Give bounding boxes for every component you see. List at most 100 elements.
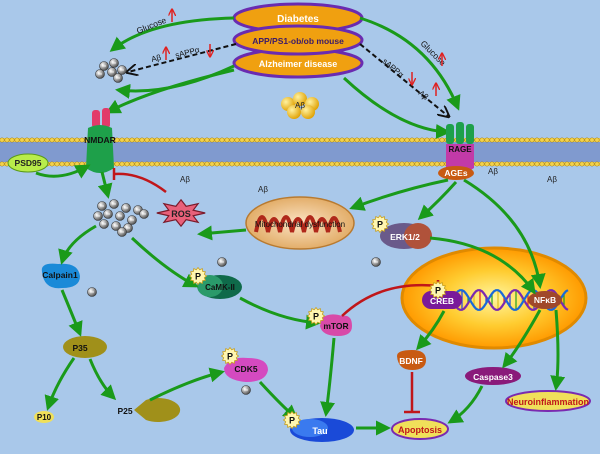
calcium-cluster-top bbox=[95, 58, 127, 83]
p25-to-cdk5-arrow bbox=[149, 367, 225, 402]
phosphate-icon: P bbox=[220, 346, 240, 366]
rage-arrow bbox=[342, 76, 451, 139]
phosphate-label: P bbox=[227, 352, 233, 362]
calcium-ion-icon bbox=[93, 211, 103, 221]
calcium-ion-icon bbox=[241, 385, 251, 395]
creb-label: CREB bbox=[430, 296, 454, 306]
left-lower-arrow bbox=[115, 64, 235, 99]
calcium-ion-icon bbox=[117, 227, 127, 237]
abeta-cluster-label: Aβ bbox=[295, 101, 305, 110]
calcium-to-camk-arrow bbox=[130, 236, 199, 288]
calcium-ion-icon bbox=[127, 215, 137, 225]
mito-label: Mitochondrial dysfunction bbox=[255, 220, 345, 229]
phosphate-label: P bbox=[289, 416, 295, 426]
phosphate-markers: P P P P P P bbox=[188, 214, 448, 430]
sappa-left-label: sAPPα bbox=[174, 45, 200, 60]
erk-to-nfkb-arrow bbox=[429, 236, 536, 295]
abeta-label-4: Aβ bbox=[547, 175, 557, 184]
p35-label: P35 bbox=[72, 343, 87, 353]
calcium-ion-icon bbox=[139, 209, 149, 219]
p35-node: P35 bbox=[63, 336, 107, 358]
nmdar-receptor: NMDAR bbox=[84, 108, 116, 173]
nmdar-to-calcium-arrow bbox=[97, 171, 113, 199]
calcium-to-calpain-arrow bbox=[58, 224, 97, 265]
abeta-label-1: Aβ bbox=[180, 175, 190, 184]
phosphate-label: P bbox=[435, 286, 441, 296]
erk-node: ERK1/2 bbox=[380, 223, 432, 249]
mtor-inhibits-creb-line bbox=[341, 283, 439, 317]
abeta-label-3: Aβ bbox=[488, 167, 498, 176]
cdk5-node: CDK5 bbox=[224, 357, 268, 382]
ages-to-mito-arrow bbox=[349, 178, 449, 211]
caspase-label: Caspase3 bbox=[473, 372, 513, 382]
inhibition-lines bbox=[112, 168, 440, 414]
rage-receptor: RAGE bbox=[446, 122, 474, 173]
calpain-node: Calpain1 bbox=[41, 263, 80, 289]
dna-helix bbox=[451, 289, 569, 311]
rage-label: RAGE bbox=[448, 145, 472, 154]
abeta-left-label: Aβ bbox=[150, 53, 162, 64]
phosphate-icon: P bbox=[282, 410, 302, 430]
model-label: APP/PS1-ob/ob mouse bbox=[252, 36, 344, 46]
mtor-label: mTOR bbox=[323, 321, 348, 331]
upstream-arrows bbox=[105, 16, 461, 139]
calpain-label: Calpain1 bbox=[42, 270, 78, 280]
camk-label: CaMK-II bbox=[205, 283, 235, 292]
mito-to-ros-arrow bbox=[197, 225, 247, 241]
nfkb-to-neuroinflammation-arrow bbox=[550, 309, 566, 391]
ros-star: ROS bbox=[156, 198, 206, 228]
abeta-aggregate: Aβ bbox=[281, 92, 319, 119]
phosphate-icon: P bbox=[188, 266, 208, 286]
calcium-ion-icon bbox=[99, 219, 109, 229]
nfkb-label: NFκB bbox=[534, 295, 556, 305]
bdnf-label: BDNF bbox=[399, 356, 423, 366]
mitochondrion: Mitochondrial dysfunction bbox=[245, 196, 355, 250]
mtor-node: mTOR bbox=[320, 314, 352, 336]
p25-label: P25 bbox=[117, 406, 132, 416]
ages-to-nfkb-arrow bbox=[463, 178, 546, 289]
calcium-cluster-mid bbox=[93, 199, 149, 237]
tau-node: Tau bbox=[290, 418, 354, 442]
erk-label: ERK1/2 bbox=[390, 232, 420, 242]
dashed-arrows bbox=[128, 43, 448, 116]
calcium-ion-icon bbox=[115, 211, 125, 221]
p35-to-p10-arrow bbox=[44, 357, 76, 411]
calcium-loose bbox=[87, 257, 381, 395]
calcium-ion-icon bbox=[99, 61, 109, 71]
neuroinflammation-node: Neuroinflammation bbox=[505, 390, 591, 412]
ages-to-erk-arrow bbox=[417, 181, 458, 221]
phosphate-icon: P bbox=[306, 306, 326, 326]
calcium-ion-icon bbox=[117, 65, 127, 75]
phosphate-icon: P bbox=[370, 214, 390, 234]
nmdar-label: NMDAR bbox=[84, 135, 116, 145]
p25-node: P25 bbox=[117, 397, 181, 422]
creb-node: CREB bbox=[422, 291, 462, 309]
nfkb-node: NFκB bbox=[528, 291, 562, 309]
ages-label: AGEs bbox=[444, 168, 467, 178]
neuroinflammation-label: Neuroinflammation bbox=[507, 397, 589, 407]
alzheimer-label: Alzheimer disease bbox=[259, 59, 338, 69]
glucose-left-label: Glucose bbox=[135, 15, 168, 36]
calpain-to-p35-arrow bbox=[60, 289, 83, 337]
calcium-ion-icon bbox=[121, 203, 131, 213]
model-ellipse bbox=[232, 24, 364, 56]
p35-to-p25-arrow bbox=[88, 358, 117, 401]
sappa-right-label: sAPPα bbox=[381, 57, 406, 80]
left-labels: Glucose Aβ sAPPα bbox=[135, 10, 210, 64]
p10-node: P10 bbox=[34, 411, 54, 423]
p10-label: P10 bbox=[37, 413, 52, 422]
psd95-label: PSD95 bbox=[15, 158, 42, 168]
bdnf-node: BDNF bbox=[397, 350, 426, 370]
calcium-ion-icon bbox=[109, 199, 119, 209]
ros-label: ROS bbox=[171, 209, 191, 219]
disease-ellipses: Diabetes APP/PS1-ob/ob mouse Alzheimer d… bbox=[232, 2, 364, 79]
calcium-ion-icon bbox=[103, 209, 113, 219]
tau-label: Tau bbox=[312, 426, 327, 436]
apoptosis-label: Apoptosis bbox=[398, 425, 442, 435]
psd95-protein: PSD95 bbox=[7, 153, 49, 173]
caspase-node: Caspase3 bbox=[465, 367, 521, 385]
phosphate-label: P bbox=[377, 220, 383, 230]
nfkb-to-caspase-arrow bbox=[502, 309, 542, 369]
ages-node: AGEs bbox=[438, 166, 474, 180]
